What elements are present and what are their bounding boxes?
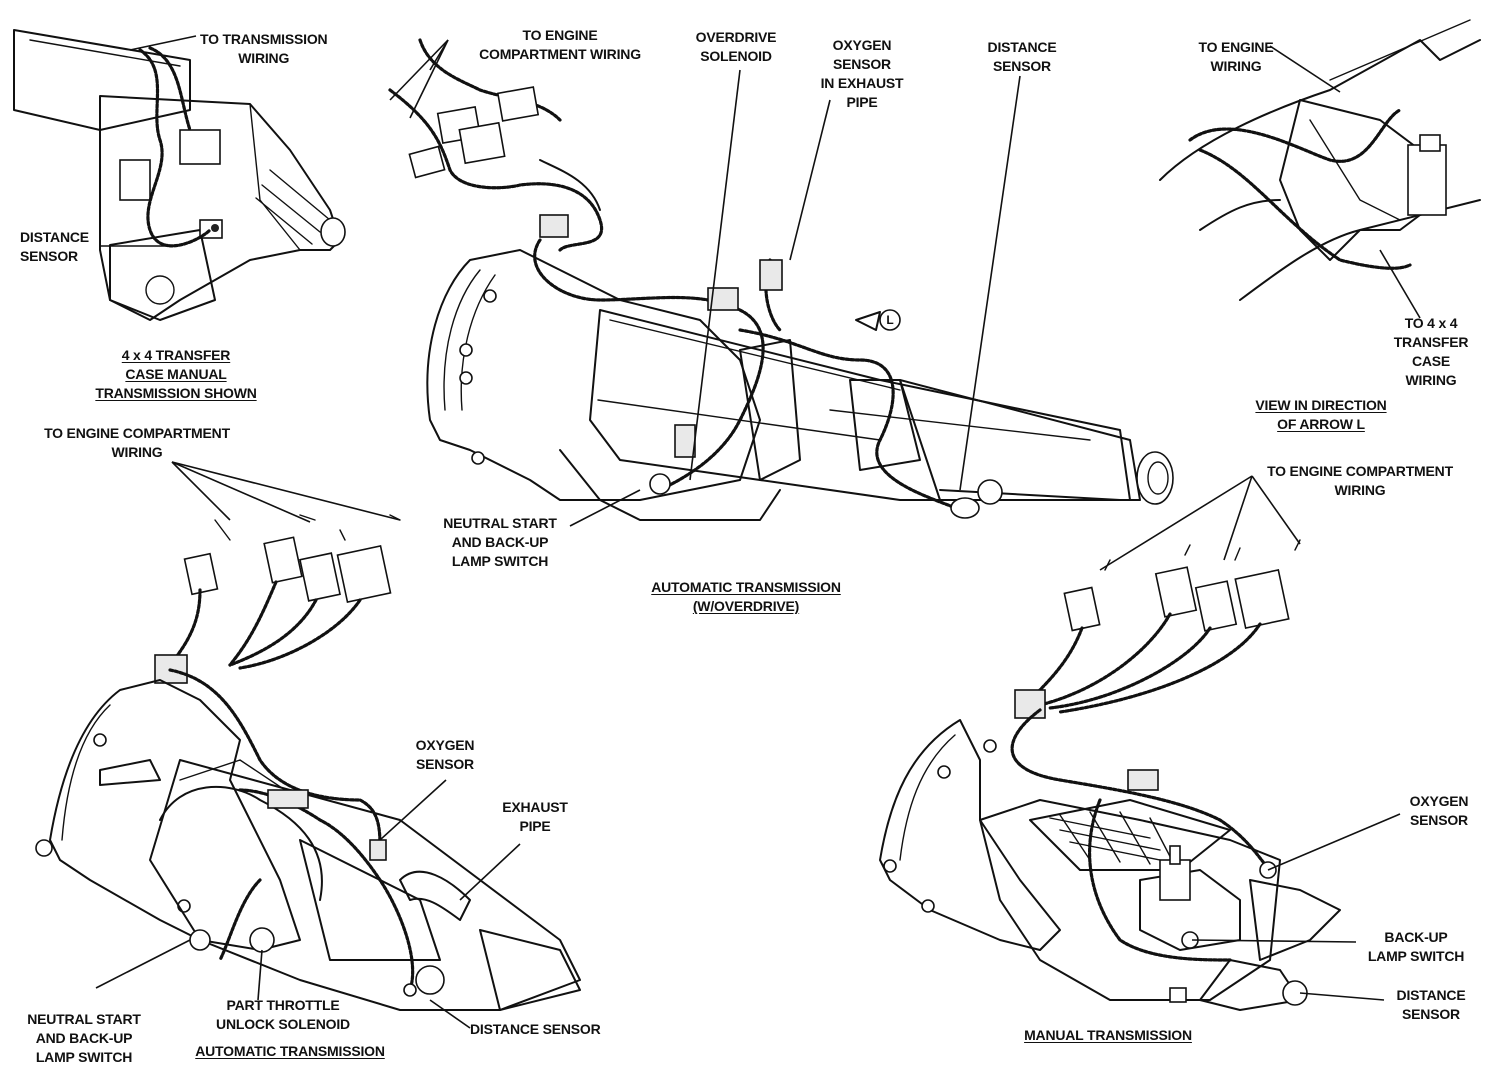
arrow-l-view-drawing xyxy=(1159,19,1481,301)
label-exhaust-pipe: EXHAUST PIPE xyxy=(502,799,568,834)
label-distance-sensor-od: DISTANCE SENSOR xyxy=(987,39,1057,74)
label-distance-sensor-manual: DISTANCE SENSOR xyxy=(1396,987,1466,1022)
leader-lines xyxy=(95,35,1421,1029)
label-overdrive-solenoid: OVERDRIVE SOLENOID xyxy=(695,29,777,64)
label-oxygen-sensor-exhaust: OXYGEN SENSOR IN EXHAUST PIPE xyxy=(820,37,904,110)
caption-automatic-overdrive: AUTOMATIC TRANSMISSION (W/OVERDRIVE) xyxy=(651,579,841,614)
label-neutral-start-od: NEUTRAL START AND BACK-UP LAMP SWITCH xyxy=(443,515,557,569)
label-arrow-l: L xyxy=(886,313,894,327)
label-to-engine-compartment-wiring-manual: TO ENGINE COMPARTMENT WIRING xyxy=(1267,463,1453,498)
label-distance-sensor-transfer: DISTANCE SENSOR xyxy=(20,229,89,264)
label-distance-sensor-auto: DISTANCE SENSOR xyxy=(470,1021,601,1037)
label-part-throttle-unlock: PART THROTTLE UNLOCK SOLENOID xyxy=(216,997,350,1032)
caption-manual: MANUAL TRANSMISSION xyxy=(1024,1027,1192,1043)
label-to-engine-compartment-wiring-auto: TO ENGINE COMPARTMENT WIRING xyxy=(44,425,230,460)
label-to-engine-compartment-wiring-od: TO ENGINE COMPARTMENT WIRING xyxy=(479,27,641,62)
label-neutral-start-auto: NEUTRAL START AND BACK-UP LAMP SWITCH xyxy=(27,1011,141,1065)
manual-transmission-drawing xyxy=(879,539,1341,1011)
transfer-case-drawing xyxy=(13,29,346,321)
caption-arrow-l-view: VIEW IN DIRECTION OF ARROW L xyxy=(1255,397,1387,432)
label-oxygen-sensor-auto: OXYGEN SENSOR xyxy=(415,737,475,772)
label-backup-lamp-switch: BACK-UP LAMP SWITCH xyxy=(1367,929,1465,964)
label-to-engine-wiring: TO ENGINE WIRING xyxy=(1198,39,1274,74)
label-to-transfer-case-wiring: TO 4 x 4 TRANSFER CASE WIRING xyxy=(1393,315,1469,388)
caption-transfer-case: 4 x 4 TRANSFER CASE MANUAL TRANSMISSION … xyxy=(95,347,257,401)
label-oxygen-sensor-manual: OXYGEN SENSOR xyxy=(1409,793,1469,828)
automatic-transmission-drawing xyxy=(35,514,581,1011)
overdrive-transmission-drawing xyxy=(388,38,1174,521)
label-to-transmission-wiring: TO TRANSMISSION WIRING xyxy=(200,31,328,66)
caption-automatic: AUTOMATIC TRANSMISSION xyxy=(195,1043,385,1059)
